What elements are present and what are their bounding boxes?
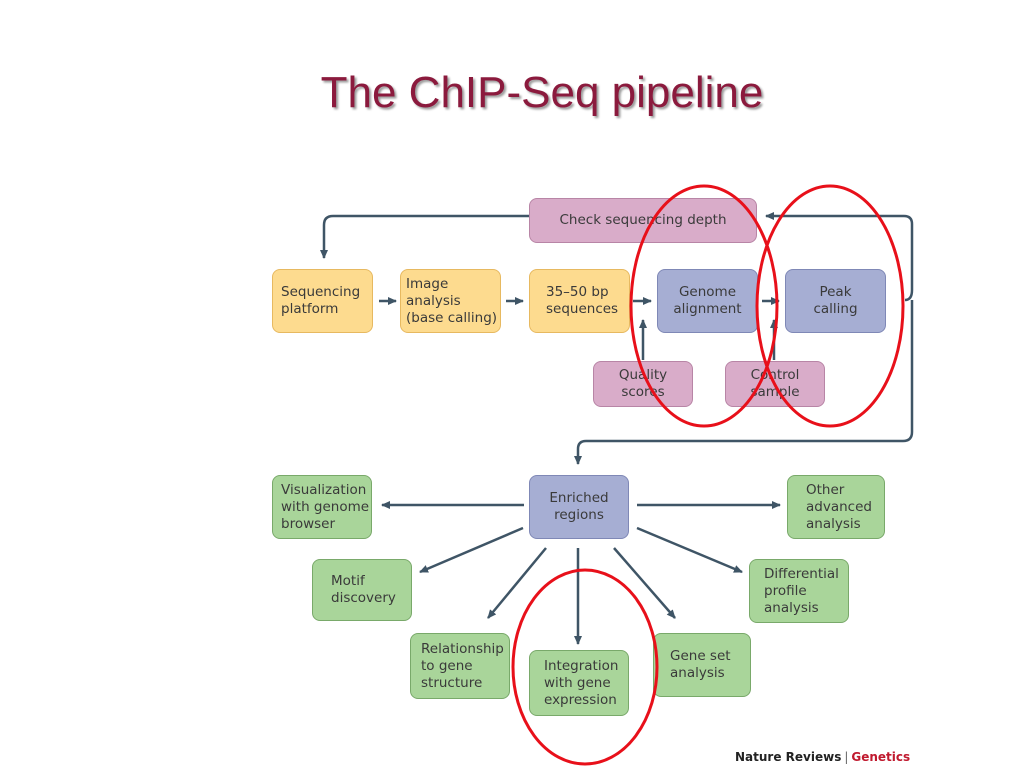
genome-alignment-label: Genome alignment (673, 284, 742, 317)
peak-calling-box: Peak calling (785, 269, 886, 333)
relationship-gene-structure-label: Relationship to gene structure (421, 640, 504, 691)
visualization-label: Visualization with genome browser (281, 481, 370, 532)
credit-journal: Genetics (851, 750, 911, 764)
gene-set-analysis-label: Gene set analysis (670, 648, 731, 681)
arrow-depth-to-platform (320, 214, 529, 259)
image-analysis-label: Image analysis (base calling) (406, 275, 498, 326)
check-sequencing-depth-box: Check sequencing depth (529, 198, 757, 243)
arrow-to-motif (419, 526, 524, 574)
peak-calling-label: Peak calling (813, 284, 858, 317)
enriched-regions-box: Enriched regions (529, 475, 629, 539)
arrow-to-differential (636, 526, 743, 574)
slide-title: The ChIP-Seq pipeline (320, 68, 764, 117)
credit-publisher: Nature Reviews (735, 750, 842, 764)
figure-credit: Nature Reviews|Genetics (735, 750, 910, 764)
arrow-peak-to-enriched (574, 300, 914, 465)
integration-gene-expression-label: Integration with gene expression (544, 657, 619, 708)
control-sample-box: Control sample (725, 361, 825, 407)
gene-set-analysis-box: Gene set analysis (653, 633, 751, 697)
motif-discovery-label: Motif discovery (331, 573, 396, 606)
arrow-to-relationship (487, 547, 547, 619)
other-analysis-label: Other advanced analysis (806, 481, 872, 532)
image-analysis-box: Image analysis (base calling) (400, 269, 501, 333)
sequencing-platform-label: Sequencing platform (281, 284, 361, 317)
differential-profile-label: Differential profile analysis (764, 565, 839, 616)
motif-discovery-box: Motif discovery (312, 559, 412, 621)
visualization-box: Visualization with genome browser (272, 475, 372, 539)
integration-gene-expression-box: Integration with gene expression (529, 650, 629, 716)
arrow-peak-to-depth (765, 212, 914, 302)
enriched-regions-label: Enriched regions (549, 490, 609, 523)
differential-profile-box: Differential profile analysis (749, 559, 849, 623)
sequencing-platform-box: Sequencing platform (272, 269, 373, 333)
bp-sequences-label: 35–50 bp sequences (546, 284, 619, 317)
check-sequencing-depth-label: Check sequencing depth (559, 212, 727, 228)
quality-scores-box: Quality scores (593, 361, 693, 407)
control-sample-label: Control sample (750, 367, 800, 400)
credit-separator: | (844, 750, 849, 764)
bp-sequences-box: 35–50 bp sequences (529, 269, 630, 333)
quality-scores-label: Quality scores (618, 367, 668, 400)
genome-alignment-box: Genome alignment (657, 269, 758, 333)
arrow-to-gene-set (613, 547, 676, 619)
other-analysis-box: Other advanced analysis (787, 475, 885, 539)
relationship-gene-structure-box: Relationship to gene structure (410, 633, 510, 699)
